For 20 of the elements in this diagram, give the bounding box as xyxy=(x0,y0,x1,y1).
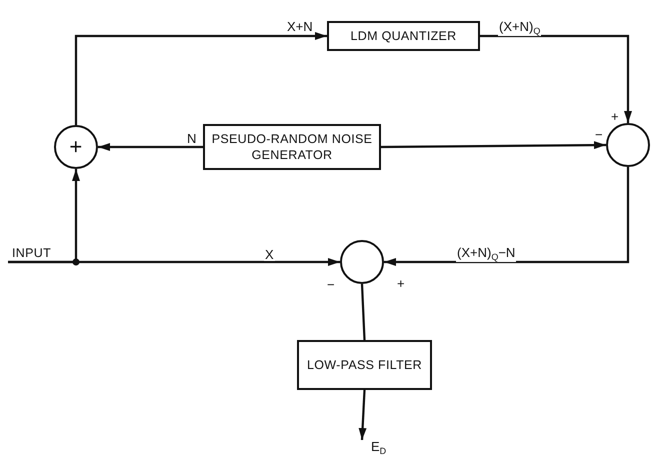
arrow xyxy=(381,141,606,150)
summing-junction xyxy=(340,240,384,284)
arrow xyxy=(8,258,340,266)
arrow xyxy=(358,390,367,440)
edge-label: E$_{D}$ xyxy=(370,440,388,455)
process-box: LOW-PASS FILTER xyxy=(297,340,432,390)
arrow xyxy=(384,167,630,266)
input-label: INPUT xyxy=(8,245,68,262)
process-box: PSEUDO-RANDOM NOISE GENERATOR xyxy=(203,124,381,170)
arrow xyxy=(480,34,632,123)
edge-label: X+N xyxy=(286,20,314,33)
process-box: LDM QUANTIZER xyxy=(327,21,480,51)
arrow xyxy=(74,32,327,125)
edge-label: (X+N)$_{Q}$−N xyxy=(456,246,516,262)
summing-junction: + xyxy=(54,125,98,169)
edge-label: N xyxy=(186,132,198,145)
edge-label: (X+N)$_{Q}$ xyxy=(498,20,542,36)
arrow xyxy=(98,143,203,151)
summing-junction xyxy=(606,123,650,167)
edge-label: X xyxy=(264,248,275,261)
